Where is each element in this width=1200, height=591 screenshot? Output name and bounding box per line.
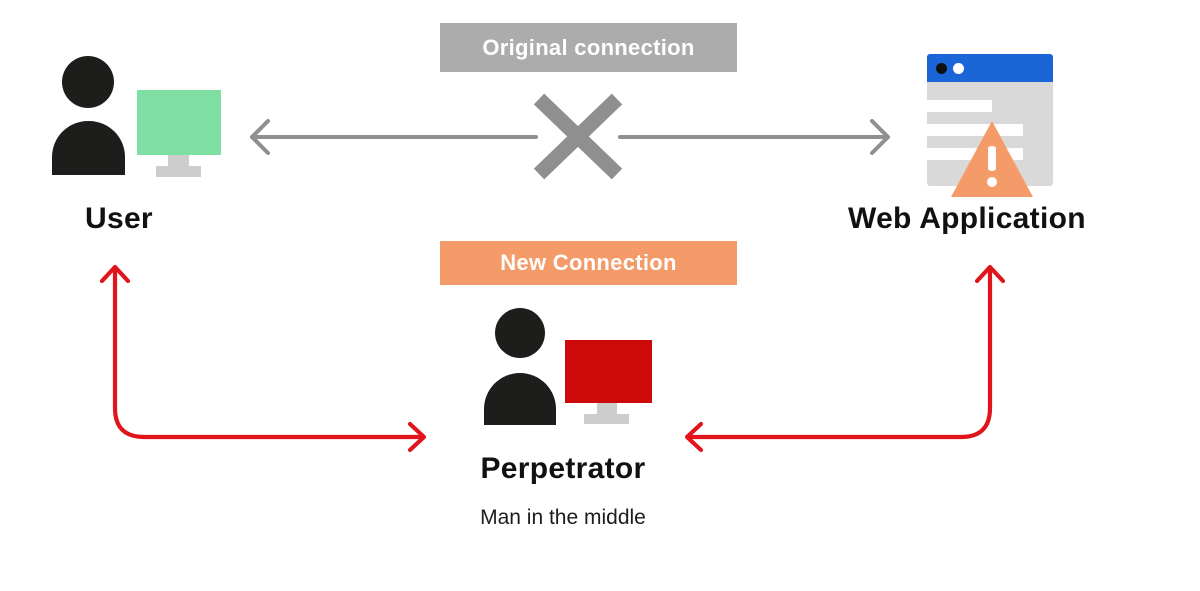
- new-connection-banner: New Connection: [440, 241, 737, 285]
- arrowhead-up-icon: [99, 264, 131, 284]
- red-monitor-icon: [565, 340, 652, 403]
- user-person-icon: [62, 56, 114, 108]
- new-connection-label: New Connection: [500, 250, 677, 275]
- blocked-x-icon: [533, 93, 623, 180]
- arrowhead-right-icon: [870, 119, 890, 155]
- warning-exclamation-icon: [988, 146, 996, 171]
- arrowhead-right-icon: [407, 421, 427, 453]
- monitor-base-icon: [156, 166, 201, 177]
- monitor-base-icon: [584, 414, 629, 424]
- original-connection-banner: Original connection: [440, 23, 737, 72]
- monitor-stand-icon: [597, 403, 617, 414]
- user-person-body-icon: [52, 121, 125, 175]
- perpetrator-label: Perpetrator: [480, 452, 646, 485]
- perpetrator-person-icon: [495, 308, 545, 358]
- browser-content-line: [927, 100, 992, 112]
- monitor-stand-icon: [168, 155, 189, 166]
- red-arrow-perpetrator-webapp: [684, 264, 1006, 453]
- web-application-label: Web Application: [848, 202, 1086, 235]
- original-connection-arrow: [250, 119, 890, 155]
- green-monitor-icon: [137, 90, 221, 155]
- browser-header-bar: [927, 54, 1053, 82]
- red-arrow-perpetrator-user: [99, 264, 427, 453]
- man-in-the-middle-label: Man in the middle: [480, 506, 646, 529]
- browser-dot-white-icon: [953, 63, 964, 74]
- arrowhead-left-icon: [684, 421, 704, 453]
- arrowhead-left-icon: [250, 119, 270, 155]
- warning-exclamation-dot-icon: [987, 177, 997, 187]
- browser-dot-black-icon: [936, 63, 947, 74]
- arrowhead-up-icon: [974, 264, 1006, 284]
- original-connection-label: Original connection: [482, 34, 695, 60]
- user-label: User: [85, 202, 153, 235]
- perpetrator-person-body-icon: [484, 373, 556, 425]
